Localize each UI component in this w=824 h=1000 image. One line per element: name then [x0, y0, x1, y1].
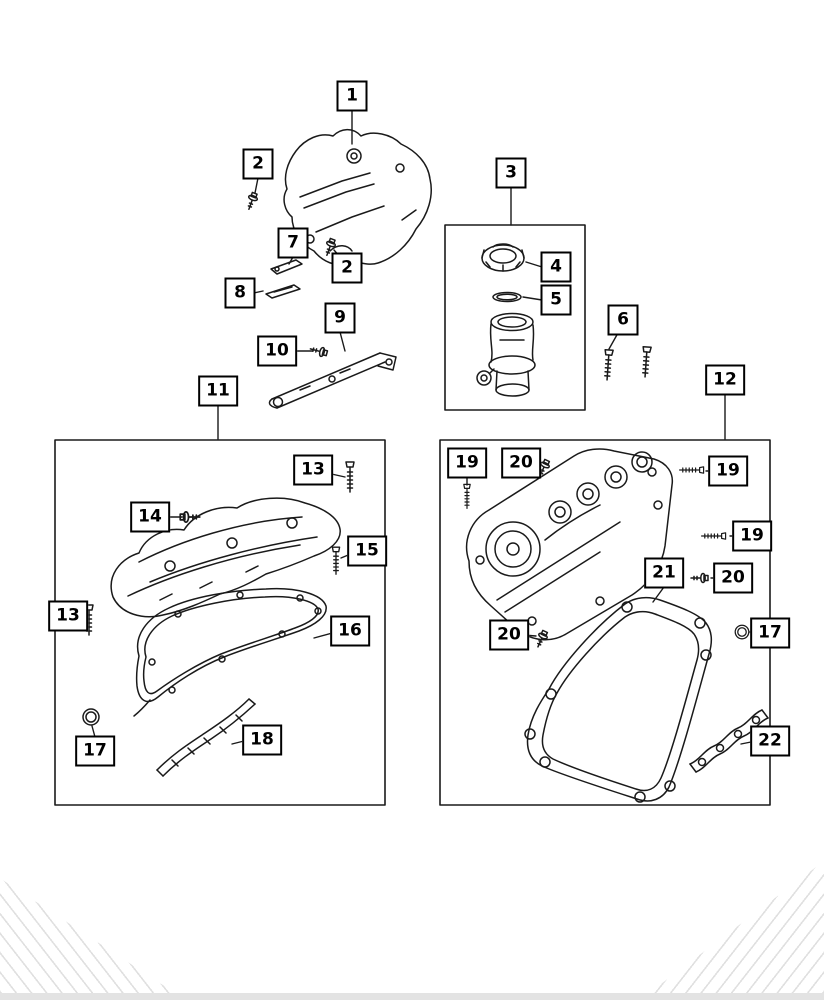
part-gasket-right — [524, 596, 713, 803]
part-stud-6b — [640, 345, 652, 378]
callout-16[interactable]: 16 — [330, 615, 370, 647]
part-oil-filler-cap — [481, 243, 525, 272]
callout-19b[interactable]: 19 — [708, 455, 748, 487]
part-bracket-7 — [270, 259, 303, 275]
callout-10[interactable]: 10 — [257, 335, 297, 367]
callout-3[interactable]: 3 — [495, 157, 527, 189]
part-oring-17a — [82, 708, 100, 726]
callout-14[interactable]: 14 — [130, 501, 170, 533]
leader-line-set — [81, 110, 757, 745]
callout-15[interactable]: 15 — [347, 535, 387, 567]
callout-22[interactable]: 22 — [750, 725, 790, 757]
callout-20c[interactable]: 20 — [489, 619, 529, 651]
part-bolt-14 — [179, 510, 201, 524]
group-box-3 — [444, 224, 586, 411]
part-gasket-left — [133, 587, 327, 717]
callout-8[interactable]: 8 — [224, 277, 256, 309]
part-bolt-20b — [690, 572, 709, 584]
part-oring-5 — [492, 291, 522, 303]
part-filler-neck — [476, 312, 536, 397]
callout-7[interactable]: 7 — [277, 227, 309, 259]
part-engine-cover — [283, 128, 432, 266]
part-bolt-19c — [700, 532, 727, 540]
callout-17b[interactable]: 17 — [750, 617, 790, 649]
callout-6[interactable]: 6 — [607, 304, 639, 336]
part-bolt-2a — [243, 191, 260, 212]
callout-1[interactable]: 1 — [336, 80, 368, 112]
callout-17a[interactable]: 17 — [75, 735, 115, 767]
part-bolt-19b — [678, 466, 705, 474]
callout-20b[interactable]: 20 — [713, 562, 753, 594]
callout-18[interactable]: 18 — [242, 724, 282, 756]
callout-4[interactable]: 4 — [540, 251, 572, 283]
callout-19c[interactable]: 19 — [732, 520, 772, 552]
part-bolt-15 — [331, 546, 341, 575]
part-bracket-8 — [265, 284, 301, 299]
part-stud-6a — [602, 348, 614, 381]
leader-lines — [81, 110, 757, 745]
callout-9[interactable]: 9 — [324, 302, 356, 334]
callout-2b[interactable]: 2 — [331, 252, 363, 284]
callout-12[interactable]: 12 — [705, 364, 745, 396]
callout-2a[interactable]: 2 — [242, 148, 274, 180]
callout-19a[interactable]: 19 — [447, 447, 487, 479]
callout-11[interactable]: 11 — [198, 375, 238, 407]
part-bolt-19a — [463, 483, 471, 509]
part-gasket-strip-18 — [156, 698, 256, 777]
part-oring-17b — [734, 624, 750, 640]
callout-20a[interactable]: 20 — [501, 447, 541, 479]
part-bracket-9 — [268, 352, 397, 409]
callout-13a[interactable]: 13 — [293, 454, 333, 486]
callout-13b[interactable]: 13 — [48, 600, 88, 632]
part-bolt-13a — [345, 461, 355, 493]
callout-5[interactable]: 5 — [540, 284, 572, 316]
callout-21[interactable]: 21 — [644, 557, 684, 589]
